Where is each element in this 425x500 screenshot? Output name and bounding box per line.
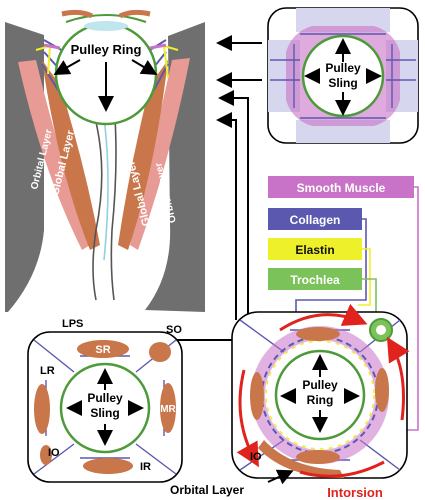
pulley-ring-bottom-line2: Ring <box>307 393 334 407</box>
orbit-top-view: Pulley Ring Orbital Layer Global Layer G… <box>5 9 205 312</box>
mr-label: MR <box>160 404 176 415</box>
global-layer-left-muscle <box>42 60 100 250</box>
connectors <box>150 35 262 341</box>
pulley-sling-bottom-line2: Sling <box>90 406 119 420</box>
intorsion-label: Intorsion <box>327 485 383 500</box>
muscle-lr <box>34 384 50 434</box>
global-layer-right-muscle <box>118 60 168 250</box>
lr-label: LR <box>40 365 55 377</box>
globe-cap <box>65 14 147 23</box>
cornea <box>84 21 128 31</box>
so-label: SO <box>166 324 182 336</box>
legend-elastin-label: Elastin <box>295 243 334 257</box>
ring-elastin <box>265 340 375 450</box>
pulley-ring-bottom-line1: Pulley <box>302 378 338 392</box>
ring-muscle-bottom <box>296 450 340 464</box>
muscle-ir <box>83 458 133 474</box>
muscle-so <box>149 342 171 362</box>
optic-nerve-right <box>110 117 117 301</box>
orbital-layer-bottom-label: Orbital Layer <box>170 483 244 497</box>
globe-sling-top <box>301 34 385 118</box>
collagen-bands-top <box>270 33 416 119</box>
muscle-insertion-left <box>61 9 94 19</box>
legend-smooth-muscle <box>268 176 414 198</box>
legend-smooth-muscle-label: Smooth Muscle <box>297 181 386 195</box>
io-left-label: IO <box>48 447 60 459</box>
arrow-ring-right <box>131 59 158 76</box>
legend-elastin <box>268 238 362 260</box>
legend-collagen-label: Collagen <box>290 213 341 227</box>
muscle-mr <box>160 383 176 433</box>
pulley-sling-top-line2: Sling <box>328 76 357 90</box>
pulley-sling-panel-bottom: LPS SO SR LR MR IO IR Pulley Sling <box>27 318 183 483</box>
pulley-ring-top-label: Pulley Ring <box>71 42 142 57</box>
pulley-sling-bottom-line1: Pulley <box>87 391 123 405</box>
muscle-io-left <box>40 445 52 465</box>
legend-trochlea-label: Trochlea <box>290 273 340 287</box>
io-right-label: IO <box>250 451 262 463</box>
arrow-ring-left <box>53 59 81 75</box>
pulley-sling-panel-top: Pulley Sling <box>267 7 419 144</box>
orbital-bone-right <box>145 22 205 312</box>
optic-sheath <box>103 117 109 261</box>
ring-muscle-top <box>296 327 340 341</box>
arrow-orbital-layer-bottom <box>267 469 294 485</box>
ring-muscle-left <box>250 372 264 420</box>
orbital-layer-left <box>18 60 90 250</box>
legend-trochlea <box>268 268 362 290</box>
ring-muscle-right <box>375 368 389 412</box>
muscle-insertion-right <box>118 9 151 19</box>
legend-collagen <box>268 208 362 230</box>
pulley-sling-top-line1: Pulley <box>325 61 361 75</box>
pulley-ring-panel-bottom: Pulley Ring IO <box>231 303 410 479</box>
optic-nerve-left <box>92 117 103 301</box>
globe-ring-bottom <box>274 349 366 441</box>
globe-sling-bottom <box>59 362 151 454</box>
legend: Smooth Muscle Collagen Elastin Trochlea <box>268 176 419 431</box>
ir-label: IR <box>140 461 151 473</box>
ring-muscle-io <box>258 440 344 478</box>
intorsion-arrows <box>236 303 410 478</box>
lps-label: LPS <box>62 318 83 330</box>
sr-label: SR <box>95 344 110 356</box>
muscle-sr <box>77 340 129 358</box>
orbital-layer-right <box>130 58 190 250</box>
trochlea-tendon <box>376 325 386 335</box>
